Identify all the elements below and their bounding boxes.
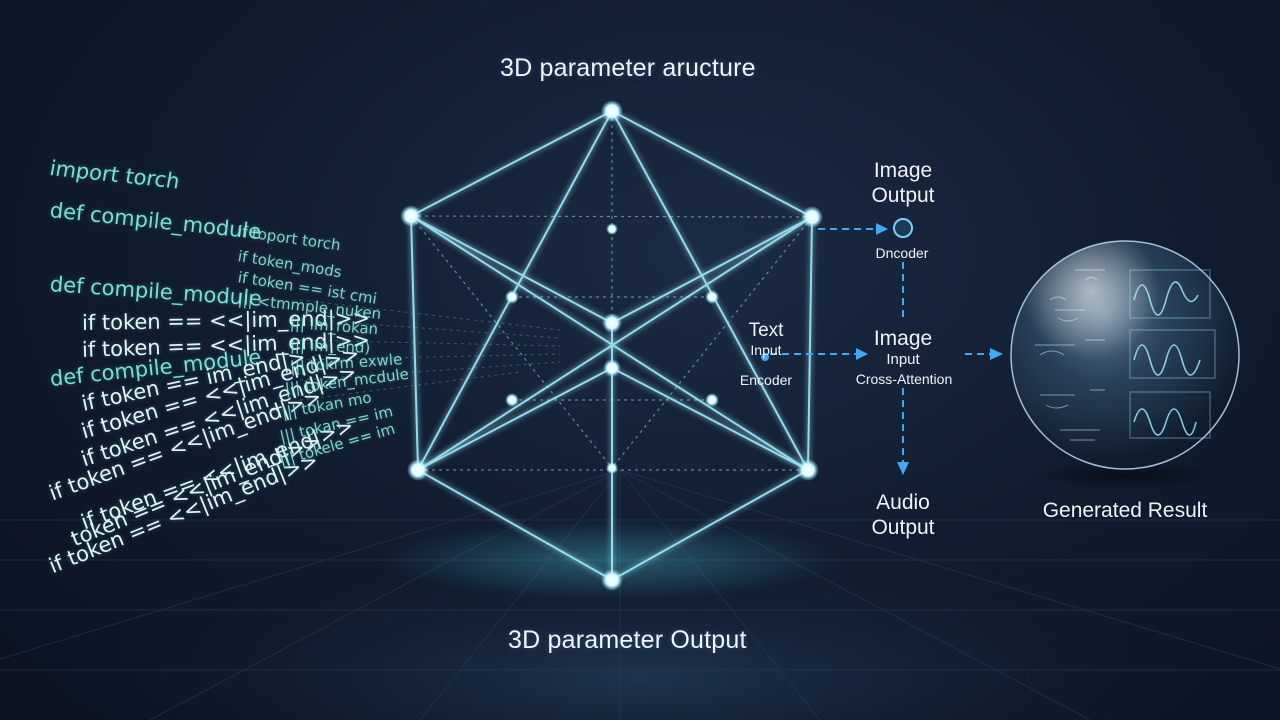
diagram-title-top: 3D parameter aructure xyxy=(500,54,756,82)
generated-result-label: Generated Result xyxy=(1042,499,1208,522)
encoder-label: Dncoder xyxy=(875,245,929,261)
diagram-title-bottom: 3D parameter Output xyxy=(508,626,747,654)
text-encoder-label: Encoder xyxy=(739,372,793,388)
text-input-sublabel: Input xyxy=(750,342,782,358)
image-input-sublabel: Input xyxy=(886,351,920,368)
text-input-label: Text xyxy=(748,320,784,341)
encoder-node-icon xyxy=(893,218,913,238)
cross-attention-label: Cross-Attention xyxy=(855,371,953,387)
image-input-label: Image xyxy=(873,327,933,350)
image-output-label: Image Output xyxy=(871,159,935,207)
audio-output-label: Audio Output xyxy=(871,491,935,539)
